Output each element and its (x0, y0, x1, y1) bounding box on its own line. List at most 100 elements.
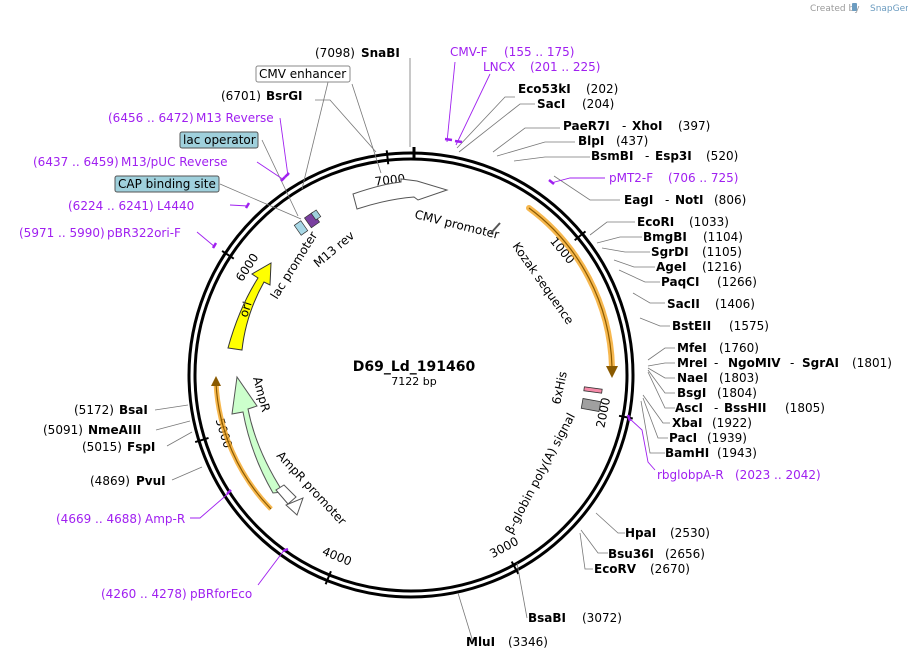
primer-range-rbglobpa-r: (2023 .. 2042) (735, 468, 821, 482)
primer-m13-reverse[interactable]: M13 Reverse (196, 111, 274, 125)
6xhis-label: 6xHis (549, 370, 570, 406)
cmv-enhancer-label: CMV enhancer (259, 67, 346, 81)
enzyme-saci[interactable]: SacI (537, 97, 565, 111)
primer-pbrforeco[interactable]: pBRforEco (190, 587, 252, 601)
enzyme-sgrdi[interactable]: SgrDI (651, 245, 689, 259)
enzyme-ngomiv[interactable]: NgoMIV (728, 356, 781, 370)
enzyme-pos-bsu36i: (2656) (665, 547, 705, 561)
enzyme-mfei[interactable]: MfeI (677, 341, 707, 355)
enzyme-pvui[interactable]: PvuI (136, 474, 166, 488)
primer-range-l4440: (6224 .. 6241) (68, 199, 154, 213)
enzyme-eagi[interactable]: EagI (624, 193, 653, 207)
enzyme-paqci[interactable]: PaqCI (661, 275, 699, 289)
ampr-orf-arrowhead (211, 376, 221, 386)
primer-l4440[interactable]: L4440 (157, 199, 194, 213)
enzyme-bsshii[interactable]: BssHII (724, 401, 766, 415)
enzyme-mrei[interactable]: MreI (677, 356, 707, 370)
enzyme-bsu36i[interactable]: Bsu36I (608, 547, 654, 561)
leader-lines (154, 58, 675, 643)
bp-tick-label-3000: 3000 (487, 534, 521, 561)
primer-range-amp-r: (4669 .. 4688) (56, 512, 142, 526)
primer-rbglobpa-r[interactable]: rbglobpA-R (657, 468, 724, 482)
svg-text:-: - (790, 356, 794, 370)
plasmid-name: D69_Ld_191460 (353, 359, 476, 375)
snapgene-credit[interactable]: SnapGene (870, 4, 908, 14)
enzyme-naei[interactable]: NaeI (677, 371, 708, 385)
svg-text:-: - (645, 149, 649, 163)
enzyme-pos-xhoi: (397) (678, 119, 710, 133)
svg-text:-: - (714, 356, 718, 370)
primer-range-m13-reverse: (6456 .. 6472) (108, 111, 194, 125)
backbone-inner-ring (193, 157, 629, 593)
kozak-mark (490, 222, 501, 234)
polya-feature[interactable] (580, 398, 602, 412)
ori-arrow[interactable] (227, 262, 272, 351)
ampr-arrow[interactable] (231, 375, 284, 494)
enzyme-bsrgi[interactable]: BsrGI (266, 89, 303, 103)
enzyme-pos-naei: (1803) (719, 371, 759, 385)
enzyme-bsabi[interactable]: BsaBI (528, 611, 566, 625)
enzyme-xbai[interactable]: XbaI (672, 416, 702, 430)
primer-range-pbr322ori-f: (5971 .. 5990) (19, 226, 105, 240)
enzyme-pos-nmeaiii: (5091) (43, 423, 83, 437)
ampr-promoter-feature[interactable] (275, 484, 297, 505)
primer-range-m13-puc-reverse: (6437 .. 6459) (33, 155, 119, 169)
6xhis-feature[interactable] (583, 386, 603, 394)
enzyme-eco53ki[interactable]: Eco53kI (518, 82, 571, 96)
enzyme-bsmbi[interactable]: BsmBI (591, 149, 633, 163)
enzyme-pos-pvui: (4869) (90, 474, 130, 488)
enzyme-bsteii[interactable]: BstEII (672, 319, 711, 333)
enzyme-nmeaiii[interactable]: NmeAIII (88, 423, 141, 437)
credit-prefix: Created by (810, 4, 860, 14)
primer-pbr322ori-f[interactable]: pBR322ori-F (107, 226, 181, 240)
enzyme-bmgbi[interactable]: BmgBI (643, 230, 687, 244)
bp-tick-5000 (194, 436, 209, 444)
enzyme-snabi[interactable]: SnaBI (361, 46, 400, 60)
bp-tick-7000 (385, 150, 390, 165)
enzyme-ecorv[interactable]: EcoRV (594, 562, 637, 576)
primer-pmt2-f[interactable]: pMT2-F (609, 171, 653, 185)
enzyme-bsgi[interactable]: BsgI (677, 386, 706, 400)
enzyme-pos-ecori: (1033) (689, 215, 729, 229)
snapgene-logo-icon (852, 3, 857, 11)
cap-binding-feature[interactable] (310, 209, 322, 221)
enzyme-ecori[interactable]: EcoRI (637, 215, 674, 229)
enzyme-esp3i[interactable]: Esp3I (655, 149, 692, 163)
boxed-feature-labels: CMV enhancer lac operator CAP binding si… (114, 65, 351, 193)
enzyme-sacii[interactable]: SacII (667, 297, 700, 311)
enzyme-bamhi[interactable]: BamHI (665, 446, 709, 460)
primer-cmv-f[interactable]: CMV-F (450, 45, 488, 59)
enzyme-noti[interactable]: NotI (675, 193, 704, 207)
polya-label: β-globin poly(A) signal (502, 411, 578, 537)
enzyme-agei[interactable]: AgeI (656, 260, 686, 274)
bp-tick-6000 (221, 250, 235, 260)
cmv-promoter-arrow[interactable] (352, 178, 449, 210)
primer-lncx[interactable]: LNCX (483, 60, 515, 74)
enzyme-paer7i[interactable]: PaeR7I (563, 119, 610, 133)
ori-label: ori (237, 300, 255, 319)
enzyme-sgrai[interactable]: SgrAI (802, 356, 839, 370)
backbone-outer-ring (187, 151, 635, 599)
enzyme-fspi[interactable]: FspI (127, 440, 155, 454)
enzyme-blpi[interactable]: BlpI (578, 134, 604, 148)
enzyme-xhoi[interactable]: XhoI (632, 119, 663, 133)
lac-operator-feature[interactable] (293, 220, 309, 236)
primer-m13-puc-reverse[interactable]: M13/pUC Reverse (121, 155, 228, 169)
primer-amp-r[interactable]: Amp-R (145, 512, 185, 526)
cmv-enhancer-box[interactable] (255, 65, 351, 83)
ampr-orf-arc[interactable] (215, 382, 272, 510)
enzyme-pos-paqci: (1266) (717, 275, 757, 289)
enzyme-bsai[interactable]: BsaI (119, 403, 148, 417)
enzyme-mlui[interactable]: MluI (466, 635, 495, 649)
lac-operator-box[interactable] (179, 131, 259, 149)
enzyme-pos-ecorv: (2670) (650, 562, 690, 576)
enzyme-hpai[interactable]: HpaI (625, 526, 656, 540)
orf-arc[interactable] (528, 207, 613, 368)
bp-tick-2000 (618, 414, 633, 420)
enzyme-pos-bsgi: (1804) (717, 386, 757, 400)
cap-binding-site-box[interactable] (114, 175, 220, 193)
enzyme-paci[interactable]: PacI (669, 431, 697, 445)
enzyme-pos-mfei: (1760) (719, 341, 759, 355)
enzyme-asci[interactable]: AscI (675, 401, 703, 415)
